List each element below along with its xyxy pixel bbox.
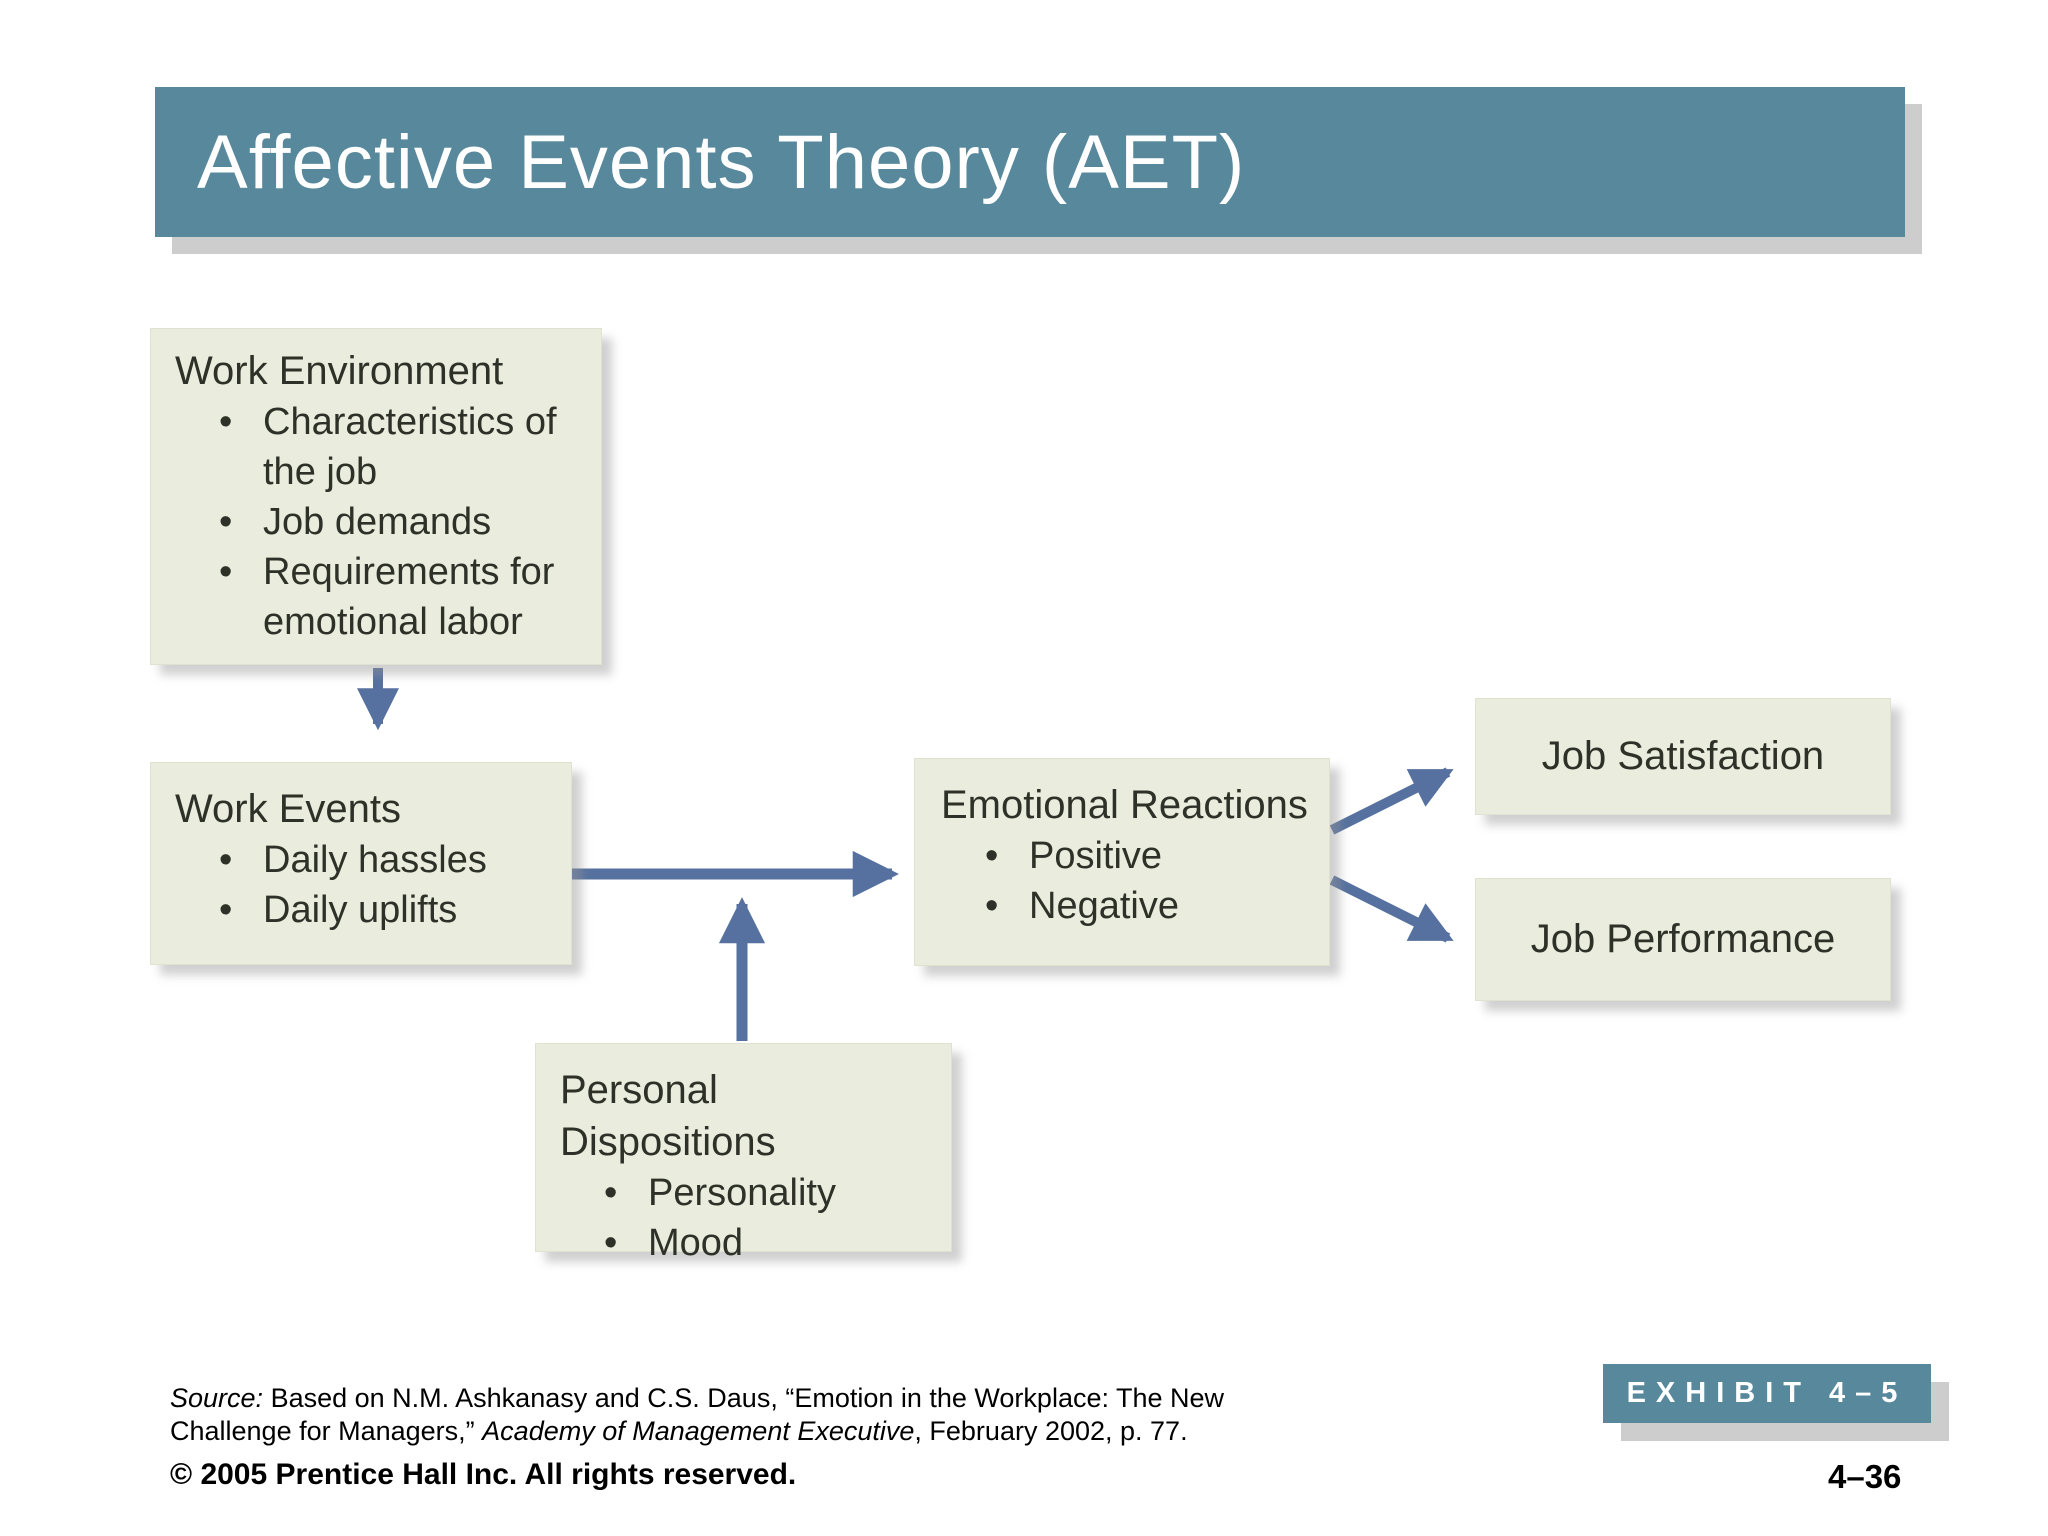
- source-journal: Academy of Management Executive: [482, 1416, 915, 1446]
- bullet-icon: [604, 1168, 648, 1218]
- exhibit-badge: EXHIBIT 4–5: [1603, 1364, 1931, 1423]
- exhibit-label: EXHIBIT 4–5: [1626, 1377, 1908, 1409]
- work-events-box: Work Events Daily hassles Daily uplifts: [150, 762, 572, 965]
- source-label: Source:: [170, 1383, 264, 1413]
- arrow-emotional-reactions-to-job-satisfaction: [1329, 767, 1454, 835]
- list-item: Negative: [941, 881, 1315, 931]
- list-item: Daily hassles: [175, 835, 557, 885]
- list-item: Personality: [560, 1168, 937, 1218]
- work-events-title: Work Events: [175, 787, 401, 831]
- work-environment-box: Work Environment Characteristics of the …: [150, 328, 602, 665]
- page-number: 4–36: [1828, 1458, 1902, 1495]
- work-events-bullet: Daily uplifts: [263, 889, 458, 931]
- slide-title-bar: Affective Events Theory (AET): [155, 87, 1905, 237]
- bullet-icon: [219, 885, 263, 935]
- bullet-icon: [985, 831, 1029, 881]
- bullet-icon: [219, 835, 263, 885]
- personal-dispositions-bullet: Personality: [648, 1172, 836, 1214]
- emotional-reactions-bullet: Negative: [1029, 885, 1179, 927]
- work-environment-bullet: Requirements for emotional labor: [263, 551, 555, 643]
- bullet-icon: [219, 547, 263, 597]
- bullet-icon: [604, 1218, 648, 1268]
- work-environment-title: Work Environment: [175, 349, 504, 393]
- work-events-bullet: Daily hassles: [263, 839, 487, 881]
- emotional-reactions-title: Emotional Reactions: [941, 783, 1308, 827]
- personal-dispositions-box: Personal Dispositions Personality Mood: [535, 1043, 952, 1264]
- bullet-icon: [219, 397, 263, 447]
- list-item: Job demands: [175, 497, 587, 547]
- bullet-icon: [219, 497, 263, 547]
- work-environment-bullet: Characteristics of the job: [263, 401, 557, 493]
- list-item: Characteristics of the job: [175, 397, 587, 497]
- job-performance-title: Job Performance: [1530, 917, 1836, 961]
- personal-dispositions-bullet: Mood: [648, 1222, 744, 1264]
- list-item: Requirements for emotional labor: [175, 547, 587, 647]
- emotional-reactions-bullet: Positive: [1029, 835, 1163, 877]
- copyright-notice: © 2005 Prentice Hall Inc. All rights res…: [170, 1458, 797, 1491]
- job-satisfaction-box: Job Satisfaction: [1475, 698, 1891, 815]
- list-item: Daily uplifts: [175, 885, 557, 935]
- slide-title: Affective Events Theory (AET): [197, 119, 1246, 205]
- personal-dispositions-title: Personal Dispositions: [560, 1068, 776, 1164]
- job-performance-box: Job Performance: [1475, 878, 1891, 1001]
- job-satisfaction-title: Job Satisfaction: [1541, 734, 1825, 778]
- arrow-emotional-reactions-to-job-performance: [1329, 875, 1454, 943]
- list-item: Positive: [941, 831, 1315, 881]
- list-item: Mood: [560, 1218, 937, 1268]
- source-citation: Source: Based on N.M. Ashkanasy and C.S.…: [170, 1382, 1250, 1448]
- emotional-reactions-box: Emotional Reactions Positive Negative: [914, 758, 1330, 966]
- bullet-icon: [985, 881, 1029, 931]
- work-environment-bullet: Job demands: [263, 501, 492, 543]
- source-text: , February 2002, p. 77.: [914, 1416, 1188, 1446]
- source-text: Based on N.M. Ashkanasy and C.S. Daus, “…: [170, 1383, 1225, 1446]
